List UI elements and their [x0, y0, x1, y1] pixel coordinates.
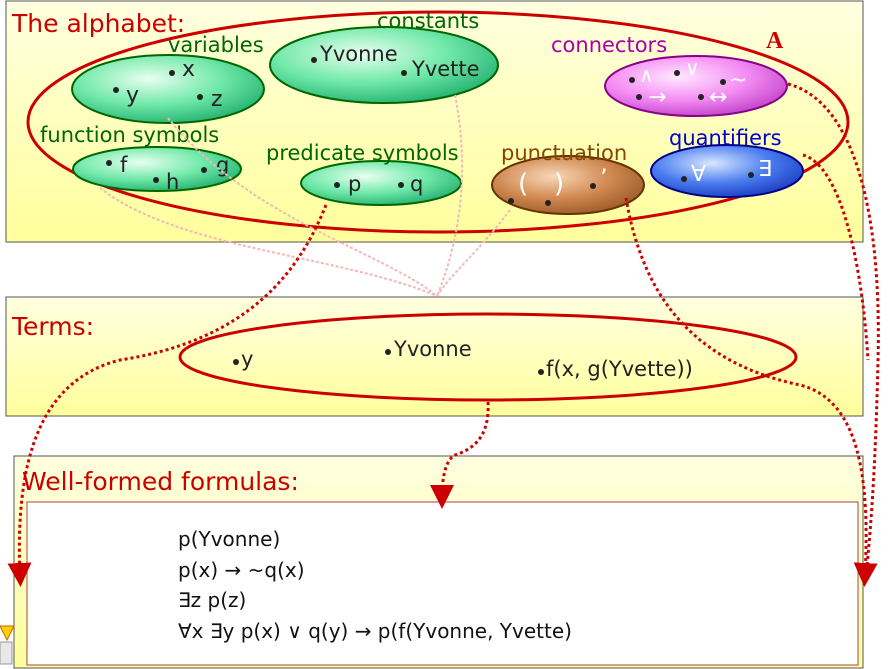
arrow-quantifiers-to-wff [802, 153, 870, 361]
arrow-predicates-to-wff [7, 204, 328, 587]
connector-and: ∧ [639, 63, 654, 87]
connector-or: ∨ [685, 56, 700, 80]
function-dot [153, 177, 159, 183]
faint-link-constants [436, 94, 464, 297]
punctuation-dot [545, 200, 551, 206]
constant-dot [401, 70, 407, 76]
quantifier-dot [681, 176, 687, 182]
predicate-dot [398, 182, 404, 188]
function-f: f [120, 153, 128, 177]
arrow-punctuation-to-wff [624, 197, 878, 587]
wff-title: Well-formed formulas: [22, 467, 299, 496]
predicate-symbols-ellipse [300, 160, 462, 206]
connector-iff: ↔ [709, 85, 727, 110]
wff-line-1: p(Yvonne) [178, 527, 280, 551]
wff-box [26, 501, 859, 666]
terms-panel [5, 296, 864, 417]
alphabet-title: The alphabet: [11, 9, 185, 38]
term-dot [538, 369, 544, 375]
alphabet-set-symbol: A [766, 28, 784, 54]
predicate-p: p [348, 172, 361, 196]
term-f-x-g-yvette: f(x, g(Yvette)) [546, 357, 693, 381]
variables-label: variables [168, 33, 264, 57]
wff-line-2: p(x) → ~q(x) [178, 558, 305, 582]
quantifier-forall: ∀ [691, 162, 706, 187]
punctuation-dot [590, 183, 596, 189]
variable-x: x [182, 57, 195, 82]
terms-set-ellipse [178, 312, 798, 402]
connector-implies: → [648, 85, 666, 110]
connector-dot [698, 94, 704, 100]
faint-link-functions [99, 187, 438, 297]
connector-not: ~ [729, 68, 747, 93]
connector-dot [629, 77, 635, 83]
term-dot [385, 349, 391, 355]
arrow-connectors-to-wff [787, 82, 880, 576]
term-y: y [241, 347, 253, 371]
function-h: h [166, 170, 179, 194]
term-dot [233, 359, 239, 365]
connectors-label: connectors [551, 33, 667, 57]
constants-label: constants [377, 9, 479, 33]
constant-yvette: Yvette [411, 57, 480, 81]
constant-yvonne: Yvonne [319, 42, 398, 66]
term-yvonne: Yvonne [393, 337, 472, 361]
alphabet-set-ellipse [26, 10, 850, 234]
punctuation-ellipse [491, 155, 645, 215]
punctuation-label: punctuation [501, 141, 627, 165]
function-symbols-ellipse [72, 146, 242, 192]
wff-line-3: ∃z p(z) [178, 588, 246, 612]
variable-y: y [126, 83, 139, 108]
variable-dot [113, 87, 119, 93]
faint-link-punctuation [436, 209, 511, 297]
variable-z: z [211, 87, 223, 112]
warning-icon [0, 625, 15, 665]
punctuation-open-paren: ( [518, 169, 528, 199]
connector-dot [720, 79, 726, 85]
connector-dot [636, 94, 642, 100]
function-dot [201, 167, 207, 173]
variable-dot [197, 94, 203, 100]
constants-ellipse [269, 26, 499, 104]
function-g: g [216, 153, 229, 177]
punctuation-comma: ’ [600, 164, 608, 192]
punctuation-dot [508, 198, 514, 204]
faint-link-variables [167, 117, 438, 297]
constant-dot [311, 57, 317, 63]
quantifier-exists: ∃ [758, 157, 772, 182]
predicate-q: q [410, 172, 423, 196]
function-dot [106, 160, 112, 166]
terms-title: Terms: [11, 312, 94, 341]
arrow-terms-to-wff [430, 401, 490, 509]
quantifiers-label: quantifiers [669, 126, 782, 150]
predicate-dot [334, 182, 340, 188]
predicate-symbols-label: predicate symbols [266, 141, 459, 165]
punctuation-close-paren: ) [554, 169, 564, 199]
variable-dot [169, 70, 175, 76]
function-symbols-label: function symbols [40, 123, 219, 147]
wff-line-4: ∀x ∃y p(x) ∨ q(y) → p(f(Yvonne, Yvette) [178, 619, 572, 643]
quantifiers-ellipse [650, 144, 804, 198]
variables-ellipse [71, 54, 265, 124]
connector-dot [674, 70, 680, 76]
connectors-ellipse [604, 55, 788, 117]
quantifier-dot [748, 172, 754, 178]
